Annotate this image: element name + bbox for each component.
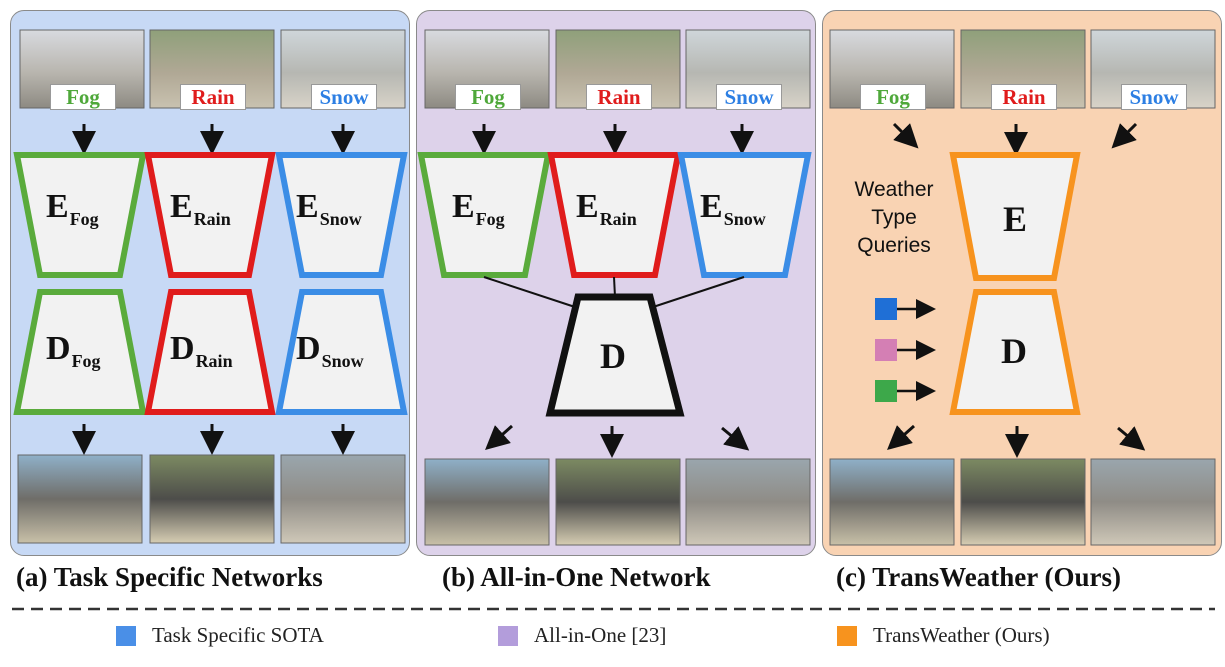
panel-c-arrows-in	[892, 122, 1138, 156]
decoder-fog-label: DFog	[46, 330, 101, 371]
output-image	[1090, 458, 1216, 546]
legend-swatch-transweather	[837, 626, 857, 646]
panel-a-output-images	[17, 454, 406, 544]
arrow-diagonal	[485, 424, 513, 450]
output-image	[17, 454, 143, 544]
shared-decoder-label: D	[1001, 331, 1027, 371]
encoder-snow-label: ESnow	[700, 188, 766, 229]
shared-encoder-label: E	[1003, 199, 1028, 239]
arrow-diagonal	[1117, 426, 1146, 451]
legend-swatch-all-in-one	[498, 626, 518, 646]
legend-swatch-task-specific	[116, 626, 136, 646]
encoder-rain-label: ERain	[170, 188, 231, 229]
panel-c-output-images	[829, 458, 1216, 546]
weather-label-rain: Rain	[586, 84, 652, 110]
decoder-fog-shape	[13, 289, 147, 415]
output-image	[685, 458, 811, 546]
encoder-rain-shape	[144, 152, 276, 278]
encoder-fog-shape	[13, 152, 147, 278]
output-image	[960, 458, 1086, 546]
legend-label-all-in-one: All-in-One [23]	[534, 623, 667, 647]
arrow-diagonal	[721, 426, 750, 451]
caption-transweather: (c) TransWeather (Ours)	[836, 562, 1121, 592]
shared-decoder-label: D	[600, 336, 626, 376]
panel-b-arrows-out	[485, 424, 750, 458]
weather-label-rain: Rain	[180, 84, 246, 110]
shared-decoder-shape	[949, 289, 1081, 415]
shared-encoder-shape	[949, 152, 1081, 281]
encoder-snow-shape	[275, 152, 408, 278]
weather-label-fog: Fog	[860, 84, 926, 110]
panel-c-arrows-out	[887, 424, 1146, 458]
output-image	[829, 458, 955, 546]
weather-label-snow: Snow	[311, 84, 377, 110]
shared-decoder-shape	[545, 293, 685, 417]
output-image	[280, 454, 406, 544]
encoder-fog-label: EFog	[46, 188, 99, 229]
encoder-snow-label: ESnow	[296, 188, 362, 229]
decoder-rain-shape	[144, 289, 276, 415]
weather-type-queries-label: Weather Type Queries	[854, 178, 934, 257]
caption-all-in-one: (b) All-in-One Network	[442, 562, 711, 592]
encoder-rain-shape	[547, 152, 682, 278]
arrow-diagonal	[1111, 122, 1138, 149]
output-image	[149, 454, 275, 544]
decoder-snow-label: DSnow	[296, 330, 364, 371]
query-token-pink	[875, 339, 897, 361]
panel-a-arrows-out	[72, 424, 355, 455]
encoder-fog-shape	[417, 152, 552, 278]
panel-b-output-images	[424, 458, 811, 546]
legend-label-task-specific: Task Specific SOTA	[152, 623, 324, 647]
output-image	[424, 458, 550, 546]
query-tokens	[875, 298, 936, 402]
arrow-diagonal	[892, 122, 919, 149]
panel-b-arrows-in	[472, 124, 754, 155]
legend-label-transweather: TransWeather (Ours)	[873, 623, 1050, 647]
caption-task-specific: (a) Task Specific Networks	[16, 562, 323, 592]
decoder-snow-shape	[275, 289, 408, 415]
panel-a-arrows-in	[72, 124, 355, 155]
encoder-fog-label: EFog	[452, 188, 505, 229]
weather-label-rain: Rain	[991, 84, 1057, 110]
weather-label-snow: Snow	[1121, 84, 1187, 110]
arrow-diagonal	[887, 424, 915, 450]
output-image	[555, 458, 681, 546]
decoder-rain-label: DRain	[170, 330, 233, 371]
weather-label-fog: Fog	[50, 84, 116, 110]
panel-b-input-images	[424, 29, 811, 109]
query-token-green	[875, 380, 897, 402]
encoder-snow-shape	[677, 152, 812, 278]
weather-label-snow: Snow	[716, 84, 782, 110]
encoder-rain-label: ERain	[576, 188, 637, 229]
panel-a-input-images	[19, 29, 406, 109]
query-token-blue	[875, 298, 897, 320]
weather-label-fog: Fog	[455, 84, 521, 110]
